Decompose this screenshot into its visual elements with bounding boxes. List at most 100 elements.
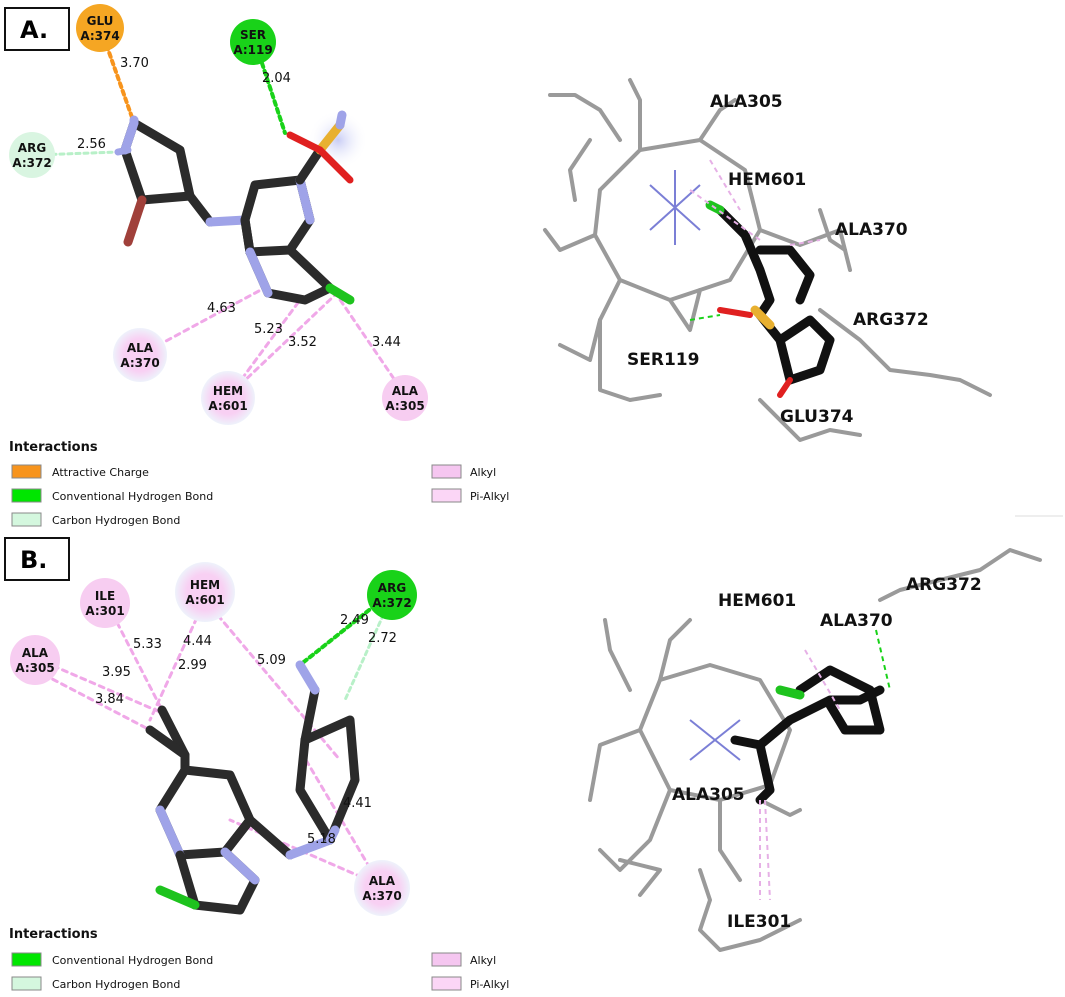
label-3d-ala305: ALA305 bbox=[672, 785, 745, 805]
residue-arg372: ARG A:372 bbox=[367, 570, 417, 620]
svg-text:Conventional Hydrogen Bond: Conventional Hydrogen Bond bbox=[52, 954, 213, 967]
distance-label: 5.09 bbox=[257, 653, 286, 668]
svg-text:A:305: A:305 bbox=[385, 399, 424, 413]
svg-text:HEM: HEM bbox=[190, 578, 220, 592]
panel-a-heme-bonds bbox=[649, 170, 701, 245]
label-3d-arg372: ARG372 bbox=[906, 575, 982, 595]
svg-text:GLU: GLU bbox=[87, 14, 114, 28]
label-3d-hem601: HEM601 bbox=[718, 591, 796, 611]
residue-ala370: ALA A:370 bbox=[354, 860, 410, 916]
residue-hem601: HEM A:601 bbox=[201, 371, 255, 425]
panel-b-3d-interactions bbox=[759, 649, 841, 901]
residue-ala370: ALA A:370 bbox=[113, 328, 167, 382]
distance-label: 5.23 bbox=[254, 322, 283, 337]
svg-text:ARG: ARG bbox=[18, 141, 46, 155]
legend-item: Carbon Hydrogen Bond bbox=[11, 512, 180, 527]
label-3d-arg372: ARG372 bbox=[853, 310, 929, 330]
svg-text:HEM: HEM bbox=[213, 384, 243, 398]
label-3d-glu374: GLU374 bbox=[780, 407, 854, 427]
svg-text:SER: SER bbox=[240, 28, 266, 42]
svg-text:Alkyl: Alkyl bbox=[470, 466, 496, 479]
svg-text:ALA: ALA bbox=[22, 646, 49, 660]
panel-b-interaction-lines bbox=[33, 593, 392, 887]
panel-b-2d: B. bbox=[4, 537, 417, 916]
distance-label: 3.70 bbox=[120, 56, 149, 71]
residue-arg372: ARG A:372 bbox=[9, 132, 55, 178]
svg-text:A:372: A:372 bbox=[12, 156, 51, 170]
legend-a-title: Interactions bbox=[9, 440, 98, 455]
distance-label: 3.84 bbox=[95, 692, 124, 707]
svg-text:A:372: A:372 bbox=[372, 596, 411, 610]
panel-b-distances: 5.33 4.44 2.49 2.72 3.95 2.99 5.09 3.84 … bbox=[95, 613, 397, 847]
svg-text:A:370: A:370 bbox=[120, 356, 159, 370]
svg-text:ILE: ILE bbox=[95, 589, 115, 603]
legend-a: Interactions Attractive Charge Conventio… bbox=[9, 440, 509, 527]
panel-b-3d: HEM601 ALA370 ARG372 ALA305 ILE301 bbox=[588, 548, 1042, 952]
distance-label: 3.52 bbox=[288, 335, 317, 350]
residue-ser119: SER A:119 bbox=[230, 19, 276, 65]
label-3d-ala305: ALA305 bbox=[710, 92, 783, 112]
distance-label: 5.18 bbox=[307, 832, 336, 847]
panel-a-ligand-3d bbox=[705, 200, 835, 398]
panel-a-3d: ALA305 HEM601 ALA370 ARG372 SER119 GLU37… bbox=[543, 78, 992, 442]
distance-label: 2.72 bbox=[368, 631, 397, 646]
label-3d-ser119: SER119 bbox=[627, 350, 699, 370]
svg-text:ARG: ARG bbox=[378, 581, 406, 595]
distance-label: 4.41 bbox=[343, 796, 372, 811]
panel-b-heme-bonds bbox=[689, 719, 741, 761]
svg-text:Pi-Alkyl: Pi-Alkyl bbox=[470, 490, 509, 503]
distance-label: 2.99 bbox=[178, 658, 207, 673]
svg-text:A:119: A:119 bbox=[233, 43, 272, 57]
svg-text:A:601: A:601 bbox=[208, 399, 247, 413]
svg-text:Pi-Alkyl: Pi-Alkyl bbox=[470, 978, 509, 991]
panel-a-label-box bbox=[4, 7, 70, 51]
svg-text:Alkyl: Alkyl bbox=[470, 954, 496, 967]
svg-text:ALA: ALA bbox=[369, 874, 396, 888]
legend-b-title: Interactions bbox=[9, 927, 98, 942]
distance-label: 4.63 bbox=[207, 301, 236, 316]
panel-b-ligand-3d bbox=[730, 665, 885, 805]
panel-b-label: B. bbox=[20, 546, 47, 574]
legend-item: Attractive Charge bbox=[11, 464, 149, 479]
svg-text:A:601: A:601 bbox=[185, 593, 224, 607]
panel-b-heme-sticks bbox=[588, 548, 1042, 952]
panel-a-3d-interactions bbox=[689, 159, 821, 246]
svg-text:ALA: ALA bbox=[127, 341, 154, 355]
legend-item: Carbon Hydrogen Bond bbox=[11, 976, 180, 991]
distance-label: 2.04 bbox=[262, 71, 291, 86]
svg-text:Carbon Hydrogen Bond: Carbon Hydrogen Bond bbox=[52, 514, 180, 527]
panel-b-ligand bbox=[145, 660, 360, 915]
svg-text:A:301: A:301 bbox=[85, 604, 124, 618]
residue-hem601: HEM A:601 bbox=[175, 562, 235, 622]
svg-text:A:370: A:370 bbox=[362, 889, 401, 903]
svg-text:Attractive Charge: Attractive Charge bbox=[52, 466, 149, 479]
distance-label: 2.56 bbox=[77, 137, 106, 152]
panel-a-interaction-lines bbox=[34, 36, 407, 397]
legend-item: Pi-Alkyl bbox=[431, 488, 509, 503]
residue-ile301: ILE A:301 bbox=[80, 578, 130, 628]
distance-label: 4.44 bbox=[183, 634, 212, 649]
svg-text:A:374: A:374 bbox=[80, 29, 119, 43]
legend-item: Alkyl bbox=[431, 952, 496, 967]
residue-glu374: GLU A:374 bbox=[76, 4, 124, 52]
legend-b: Interactions Conventional Hydrogen Bond … bbox=[9, 927, 509, 991]
residue-ala305: ALA A:305 bbox=[382, 375, 428, 421]
label-3d-ile301: ILE301 bbox=[727, 912, 791, 932]
legend-item: Conventional Hydrogen Bond bbox=[11, 488, 213, 503]
svg-text:A:305: A:305 bbox=[15, 661, 54, 675]
panel-a-2d: A. bbox=[4, 4, 428, 425]
svg-text:Carbon Hydrogen Bond: Carbon Hydrogen Bond bbox=[52, 978, 180, 991]
distance-label: 5.33 bbox=[133, 637, 162, 652]
panel-a-ligand bbox=[114, 110, 368, 305]
residue-ala305: ALA A:305 bbox=[10, 635, 60, 685]
distance-label: 2.49 bbox=[340, 613, 369, 628]
label-3d-hem601: HEM601 bbox=[728, 170, 806, 190]
svg-text:ALA: ALA bbox=[392, 384, 419, 398]
panel-a-label: A. bbox=[20, 16, 48, 44]
label-3d-ala370: ALA370 bbox=[820, 611, 893, 631]
panel-b-label-box bbox=[4, 537, 70, 581]
label-3d-ala370: ALA370 bbox=[835, 220, 908, 240]
legend-item: Pi-Alkyl bbox=[431, 976, 509, 991]
legend-item: Alkyl bbox=[431, 464, 496, 479]
